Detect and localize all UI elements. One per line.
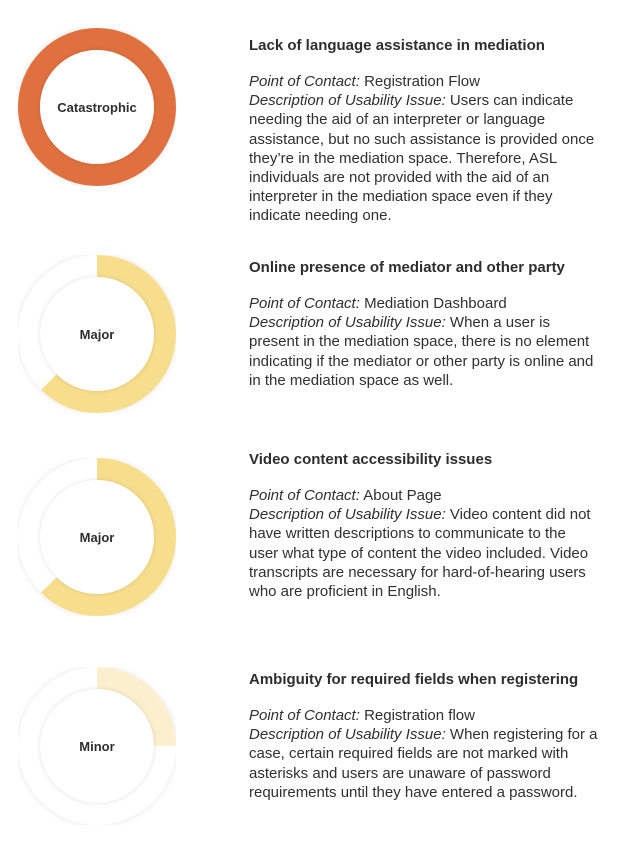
severity-label: Catastrophic <box>57 99 137 115</box>
ring-inner <box>40 480 154 594</box>
ring-fill <box>18 255 176 413</box>
ring-fill <box>18 28 176 186</box>
description-text: Users can indicate needing the aid of an… <box>249 92 595 225</box>
severity-ring-chart <box>18 28 176 186</box>
point-of-contact-value: Registration flow <box>364 707 475 724</box>
description-label: Description of Usability Issue: <box>249 506 446 524</box>
point-of-contact-value: Mediation Dashboard <box>364 295 507 312</box>
point-of-contact-label: Point of Contact: <box>249 707 360 724</box>
severity-ring-chart <box>18 458 176 616</box>
ring-fill <box>18 458 176 616</box>
issue-text: Video content accessibility issues Point… <box>249 451 599 601</box>
issue-text: Online presence of mediator and other pa… <box>249 259 599 390</box>
severity-ring-chart <box>18 255 176 413</box>
severity-label: Major <box>79 326 115 342</box>
severity-ring-major: Major <box>18 458 176 616</box>
point-of-contact-label: Point of Contact: <box>249 487 360 504</box>
point-of-contact-value: Registration Flow <box>364 73 480 90</box>
issue-title: Ambiguity for required fields when regis… <box>249 671 579 688</box>
severity-ring-catastrophic: Catastrophic <box>18 28 176 186</box>
issue-title: Video content accessibility issues <box>249 451 493 468</box>
severity-label: Major <box>79 529 115 545</box>
ring-fill <box>18 667 176 825</box>
issue-body: Point of Contact: About Page Description… <box>249 486 599 601</box>
ring-inner <box>40 689 154 803</box>
issue-body: Point of Contact: Registration flow Desc… <box>249 706 599 802</box>
description-text: When a user is present in the mediation … <box>249 314 594 389</box>
description-text: When registering for a case, certain req… <box>249 726 598 801</box>
issue-title: Online presence of mediator and other pa… <box>249 259 565 276</box>
issue-body: Point of Contact: Mediation Dashboard De… <box>249 294 599 390</box>
issue-body: Point of Contact: Registration Flow Desc… <box>249 72 599 226</box>
issue-text: Ambiguity for required fields when regis… <box>249 671 599 802</box>
severity-ring-major: Major <box>18 255 176 413</box>
severity-ring-chart <box>18 667 176 825</box>
point-of-contact-value: About Page <box>363 487 442 504</box>
point-of-contact-label: Point of Contact: <box>249 295 360 312</box>
issue-text: Lack of language assistance in mediation… <box>249 37 599 226</box>
description-label: Description of Usability Issue: <box>249 726 446 744</box>
severity-ring-minor: Minor <box>18 667 176 825</box>
severity-label: Minor <box>79 738 115 754</box>
ring-inner <box>40 50 154 164</box>
description-label: Description of Usability Issue: <box>249 314 446 332</box>
ring-inner <box>40 277 154 391</box>
description-label: Description of Usability Issue: <box>249 92 446 110</box>
issue-title: Lack of language assistance in mediation <box>249 37 545 54</box>
description-text: Video content did not have written descr… <box>249 506 591 601</box>
point-of-contact-label: Point of Contact: <box>249 73 360 90</box>
